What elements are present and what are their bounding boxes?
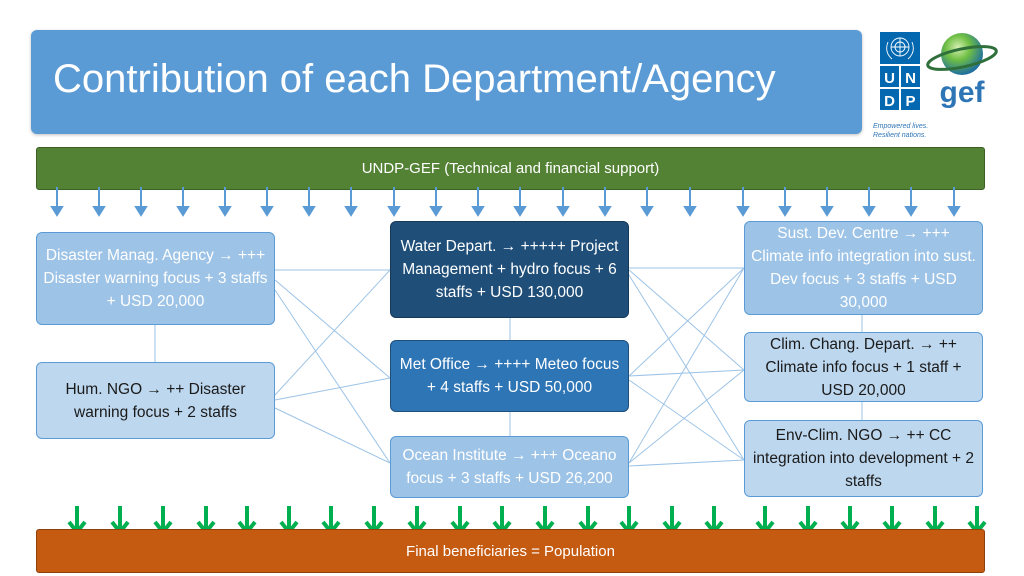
support-arrow-head bbox=[302, 206, 316, 217]
connector-line bbox=[628, 269, 745, 371]
node-hum-ngo: Hum. NGO → ++ Disaster warning focus + 2… bbox=[36, 362, 275, 439]
connector-line bbox=[628, 369, 745, 464]
support-arrow-head bbox=[683, 206, 697, 217]
support-arrow-head bbox=[778, 206, 792, 217]
support-arrow-head bbox=[134, 206, 148, 217]
support-arrow-head bbox=[344, 206, 358, 217]
support-arrow-head bbox=[862, 206, 876, 217]
undp-letter-d: D bbox=[884, 93, 895, 110]
beneficiaries-bar: Final beneficiaries = Population bbox=[36, 529, 985, 573]
undp-letter-n: N bbox=[905, 70, 916, 87]
connector-line bbox=[628, 274, 745, 461]
node-met-office: Met Office → ++++ Meteo focus + 4 staffs… bbox=[390, 340, 629, 412]
node-env-clim-ngo-text: Env-Clim. NGO → ++ CC integration into d… bbox=[752, 427, 975, 490]
support-arrow-head bbox=[556, 206, 570, 217]
connector-line bbox=[628, 267, 745, 377]
node-env-clim-ngo: Env-Clim. NGO → ++ CC integration into d… bbox=[744, 420, 983, 497]
support-arrow-head bbox=[904, 206, 918, 217]
connector-line bbox=[274, 377, 391, 401]
support-arrow-head bbox=[820, 206, 834, 217]
node-sust-dev-centre-text: Sust. Dev. Centre → +++ Climate info int… bbox=[751, 225, 976, 311]
support-arrow-head bbox=[176, 206, 190, 217]
tagline-line-2: Resilient nations. bbox=[873, 132, 927, 139]
support-arrow-head bbox=[736, 206, 750, 217]
node-disaster-agency-text: Disaster Manag. Agency → +++ Disaster wa… bbox=[43, 247, 268, 310]
connector-line bbox=[274, 407, 391, 464]
node-clim-chang-depart-text: Clim. Chang. Depart. → ++ Climate info f… bbox=[765, 335, 962, 399]
support-bar-label: UNDP-GEF (Technical and financial suppor… bbox=[361, 160, 660, 177]
connector-line bbox=[274, 289, 391, 464]
support-arrows bbox=[50, 187, 961, 217]
connector-line bbox=[628, 459, 745, 467]
node-sust-dev-centre: Sust. Dev. Centre → +++ Climate info int… bbox=[744, 221, 983, 315]
support-arrow-head bbox=[387, 206, 401, 217]
support-bar: UNDP-GEF (Technical and financial suppor… bbox=[36, 147, 985, 190]
connector-line bbox=[628, 379, 745, 461]
gef-wordmark: gef bbox=[940, 76, 986, 109]
node-water-depart-text: Water Depart. → +++++ Project Management… bbox=[400, 238, 619, 301]
undp-letter-u: U bbox=[884, 70, 895, 87]
undp-letter-p: P bbox=[905, 93, 915, 110]
support-arrow-head bbox=[513, 206, 527, 217]
support-arrow-head bbox=[218, 206, 232, 217]
node-disaster-agency: Disaster Manag. Agency → +++ Disaster wa… bbox=[36, 232, 275, 325]
support-arrow-head bbox=[598, 206, 612, 217]
support-arrow-head bbox=[92, 206, 106, 217]
undp-logo: U N D P bbox=[880, 32, 920, 110]
undp-tagline: Empowered lives. Resilient nations. bbox=[873, 122, 928, 140]
support-arrow-head bbox=[260, 206, 274, 217]
node-ocean-institute-text: Ocean Institute → +++ Oceano focus + 3 s… bbox=[402, 447, 617, 487]
node-hum-ngo-text: Hum. NGO → ++ Disaster warning focus + 2… bbox=[65, 380, 246, 421]
node-clim-chang-depart: Clim. Chang. Depart. → ++ Climate info f… bbox=[744, 332, 983, 402]
node-water-depart: Water Depart. → +++++ Project Management… bbox=[390, 221, 629, 318]
support-arrow-head bbox=[471, 206, 485, 217]
gef-logo: gef bbox=[926, 33, 998, 109]
node-ocean-institute: Ocean Institute → +++ Oceano focus + 3 s… bbox=[390, 436, 629, 498]
connector-line bbox=[274, 279, 391, 379]
connector-line bbox=[628, 267, 745, 464]
connector-line bbox=[274, 269, 391, 396]
support-arrow-head bbox=[50, 206, 64, 217]
node-met-office-text: Met Office → ++++ Meteo focus + 4 staffs… bbox=[399, 356, 620, 396]
support-arrow-head bbox=[947, 206, 961, 217]
tagline-line-1: Empowered lives. bbox=[873, 123, 929, 130]
support-arrow-head bbox=[429, 206, 443, 217]
connector-line bbox=[628, 369, 745, 377]
beneficiaries-bar-label: Final beneficiaries = Population bbox=[406, 542, 615, 560]
support-arrow-head bbox=[640, 206, 654, 217]
slide-title: Contribution of each Department/Agency bbox=[53, 57, 776, 101]
title-banner: Contribution of each Department/Agency bbox=[31, 30, 862, 134]
